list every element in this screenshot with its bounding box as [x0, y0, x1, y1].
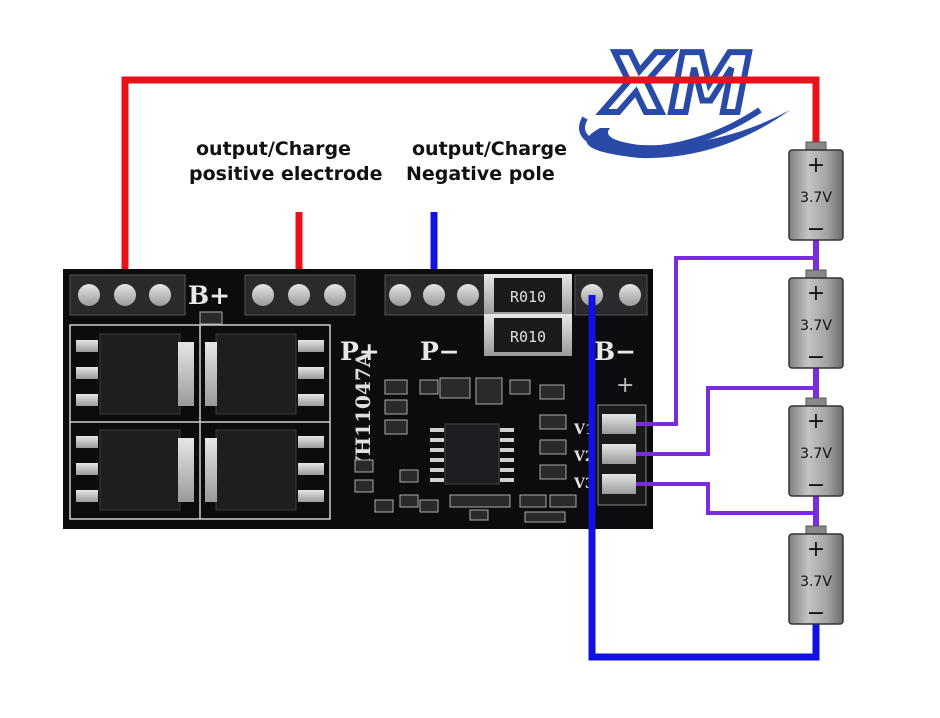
battery-plus-sign: + — [807, 153, 825, 178]
battery-minus-sign: − — [807, 601, 825, 626]
p-plus-label: P+ — [340, 337, 380, 366]
mosfet-1 — [76, 333, 194, 415]
battery-body — [788, 533, 844, 625]
shunt-resistor-2: R010 — [484, 314, 572, 356]
negative-label-line1: output/Charge — [412, 138, 567, 160]
battery-3: +3.7V − — [788, 397, 844, 498]
battery-minus-sign: − — [807, 345, 825, 370]
battery-stack: +3.7V − +3.7V − +3.7V − +3.7V − — [788, 141, 844, 626]
battery-body — [788, 405, 844, 497]
battery-minus-sign: − — [807, 217, 825, 242]
battery-voltage: 3.7V — [800, 446, 832, 462]
battery-voltage: 3.7V — [800, 190, 832, 206]
negative-label-line2: Negative pole — [406, 163, 555, 185]
protection-ic — [430, 423, 514, 485]
xm-logo: XM — [579, 34, 790, 159]
battery-minus-sign: − — [807, 473, 825, 498]
battery-4: +3.7V − — [788, 525, 844, 626]
positive-label-line1: output/Charge — [196, 138, 351, 160]
battery-body — [788, 277, 844, 369]
battery-plus-sign: + — [807, 409, 825, 434]
b-plus-label: B+ — [188, 281, 230, 310]
battery-plus-sign: + — [807, 281, 825, 306]
battery-voltage: 3.7V — [800, 574, 832, 590]
shunt-resistor-1: R010 — [484, 274, 572, 316]
model-label: YH11047A — [351, 351, 375, 471]
battery-2: +3.7V − — [788, 269, 844, 370]
mosfet-3 — [76, 429, 194, 511]
bms-board: B+ P+ P− B− + YH11047A — [63, 269, 653, 529]
smd-components — [199, 311, 577, 523]
mosfet-4 — [205, 429, 324, 511]
resistor-2-marking: R010 — [510, 328, 546, 346]
positive-wire — [121, 76, 820, 295]
logo-text: XM — [601, 37, 751, 132]
svg-text:+: + — [616, 373, 634, 398]
mosfet-2 — [205, 333, 324, 415]
battery-1: +3.7V − — [788, 141, 844, 242]
resistor-1-marking: R010 — [510, 288, 546, 306]
battery-plus-sign: + — [807, 537, 825, 562]
b-minus-label: B− — [594, 337, 636, 366]
positive-label-line2: positive electrode — [189, 163, 383, 185]
p-plus-pins — [252, 284, 346, 306]
p-minus-label: P− — [420, 337, 460, 366]
battery-voltage: 3.7V — [800, 318, 832, 334]
battery-body — [788, 149, 844, 241]
balance-wires — [636, 256, 816, 515]
p-minus-pins — [389, 284, 479, 306]
b-plus-pins — [78, 284, 171, 306]
negative-wire — [588, 295, 820, 661]
